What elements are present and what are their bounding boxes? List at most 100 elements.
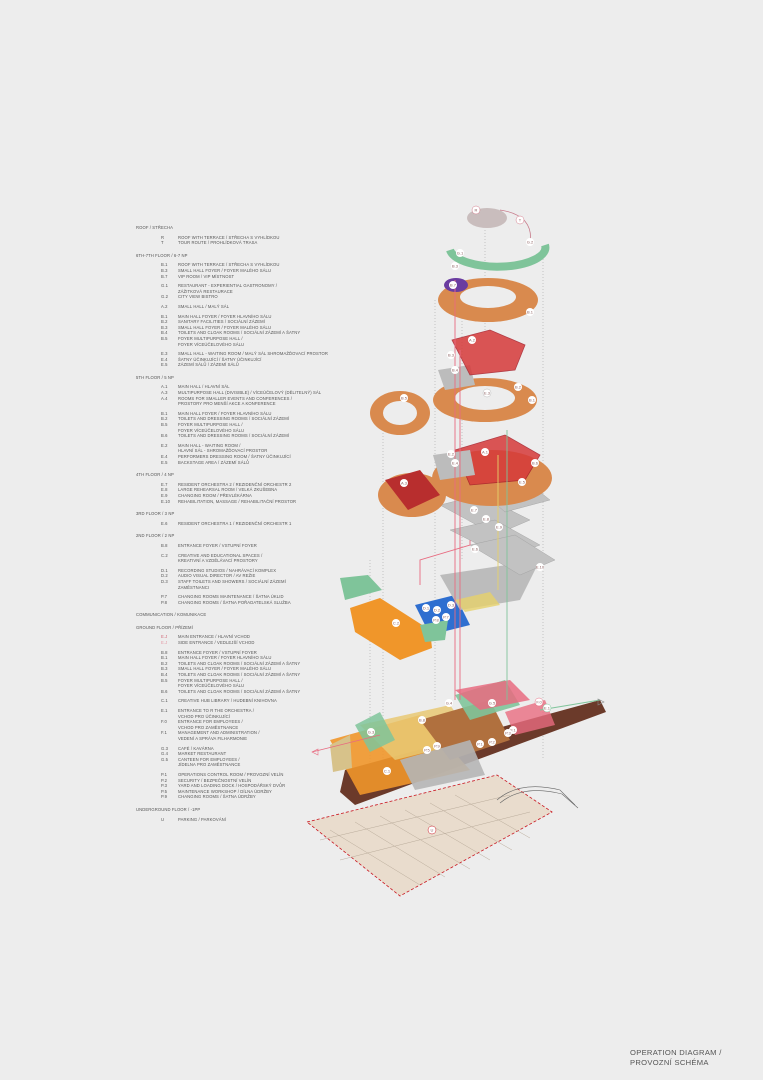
legend-item-label: FOYER VÍCEÚČELOVÉHO SÁLU [178,683,245,689]
legend-item-label: SMALL HALL / MALÝ SÁL [178,303,230,309]
svg-text:F.0: F.0 [536,700,542,705]
legend-floor-title: GROUND FLOOR / PŘÍZEMÍ [136,624,193,630]
legend-item-label: VCHOD PRO ZAMĚSTNANCE [178,724,239,730]
legend-item-label: BACKSTAGE AREA / ZÁZEMÍ SÁLŮ [178,459,250,465]
legend-item-label: SMALL HALL FOYER / FOYER MALÉHO SÁLU [178,324,272,330]
legend-item-label: TOILETS AND DRESSING ROOMS / SOCIÁLNÍ ZÁ… [178,416,290,422]
svg-text:P.5: P.5 [424,748,430,753]
legend-item-code: G.3 [161,745,169,751]
legend-item-code: F.0 [161,719,167,725]
legend-item-code: E.10 [161,498,171,504]
legend-item-label: ENTRANCE FOYER / VSTUPNÍ FOYER [178,649,257,655]
legend-item-label: RECORDING STUDIOS / NAHRÁVACÍ KOMPLEX [178,567,277,573]
legend-item-label: ROOF WITH TERRACE / STŘECHA S VYHLÍDKOU [178,262,280,268]
legend-item: G.3 CAFÉ / KAVÁRNA [136,746,366,752]
legend-item-label: MAIN ENTRANCE / HLAVNÍ VCHOD [178,634,251,640]
badge-b1: B.1 [528,396,536,404]
badge-e5: E.5 [518,478,526,486]
legend-item-code: E.9 [161,492,168,498]
badge-p7: P.7 [442,613,450,621]
legend-item-label: VEDENÍ A SPRÁVA FILHARMONIE [178,735,248,741]
svg-text:P.3: P.3 [505,731,511,736]
svg-text:P.7: P.7 [443,615,449,620]
legend-item-label: SIDE ENTRANCE / VEDLEJŠÍ VCHOD [178,640,255,646]
legend-item-label: CAFÉ / KAVÁRNA [178,745,214,751]
svg-text:B.4: B.4 [452,368,459,373]
badge-b4: B.4 [451,366,459,374]
legend-item-code: E.4 [161,454,168,459]
legend-floor-title: 6TH-7TH FLOOR / 6-7 NP [136,252,188,258]
legend-item-label: FOYER MULTIPURPOSE HALL / [178,335,243,341]
badge-e3: E.3 [482,388,492,398]
legend-item: FOYER VÍCEÚČELOVÉHO SÁLU [136,342,366,348]
legend-item-code: B.8 [161,649,168,655]
side-entrance-arrow-icon [311,748,319,756]
legend-item-code: P.5 [161,788,168,794]
badge-g4: G.4 [445,699,453,707]
badge-b8: B.8 [418,716,426,724]
legend-item-code: P.1 [161,771,168,777]
legend-item-code: D.1 [161,567,168,573]
legend-item-label: ROOF WITH TERRACE / STŘECHA S VYHLÍDKOU [178,234,280,240]
svg-text:B.7: B.7 [450,283,457,288]
legend-item-label: KREATIVNÍ A VZDĚLÁVACÍ PROSTORY [178,558,258,564]
legend-item-code: D.3 [161,578,168,584]
legend-item: KREATIVNÍ A VZDĚLÁVACÍ PROSTORY [136,558,366,564]
badge-b3: B.3 [447,351,455,359]
legend-item-code: T [161,240,164,246]
legend-item: P.5 MAINTENANCE WORKSHOP / DÍLNA ÚDRŽBY [136,789,366,795]
room-badges: R T G.2 G.1 B.3 B.7 B.1 A.2 B.3 B.4 E.3 … [367,205,552,835]
caption-line-2: PROVOZNÍ SCHÉMA [630,1057,709,1067]
legend-item-label: ENTRANCE FOYER / VSTUPNÍ FOYER [178,542,257,548]
svg-text:B.1: B.1 [527,310,534,315]
svg-text:B.6: B.6 [532,461,539,466]
svg-text:B.8: B.8 [419,718,426,723]
legend-item-code: B.4 [161,672,168,678]
legend-item-code: B.3 [161,666,168,672]
badge-d2: D.2 [433,606,441,614]
legend-item-code: B.2 [161,319,168,325]
badge-a1: A.1 [481,448,489,456]
legend-item-code: P.8 [161,599,168,605]
legend-item-code: E.J [161,634,168,640]
legend-item-code: B.1 [161,313,168,319]
svg-text:P.1: P.1 [477,742,483,747]
legend-item-label: SMALL HALL FOYER / FOYER MALÉHO SÁLU [178,267,272,273]
diagram-caption: OPERATION DIAGRAM / PROVOZNÍ SCHÉMA [630,1048,722,1067]
svg-text:C.2: C.2 [393,621,400,626]
badge-c2: C.2 [392,619,400,627]
ground-floor [330,680,606,805]
legend-item-label: YARD AND LOADING DOCK / HOSPODÁŘSKÝ DVŮR [178,783,286,789]
badge-tour: T [515,215,525,225]
legend-item-code: E.8 [161,487,168,493]
svg-text:A.1: A.1 [482,450,489,455]
fifth-floor [378,434,552,517]
legend-item-label: JÍDELNA PRO ZAMĚSTNANCE [178,762,241,768]
legend-item-label: OPERATIONS CONTROL ROOM / PROVOZNÍ VELÍN [178,771,284,777]
legend-floor-title: 3RD FLOOR / 3 NP [136,511,175,517]
entrance-arrow-icon [597,698,605,706]
legend-item-code: B.1 [161,262,168,268]
legend-item-code: E.1 [161,708,168,713]
legend-item-label: MAINTENANCE WORKSHOP / DÍLNA ÚDRŽBY [178,788,272,794]
legend-item-label: CREATIVE AND EDUCATIONAL SPACES / [178,552,263,558]
